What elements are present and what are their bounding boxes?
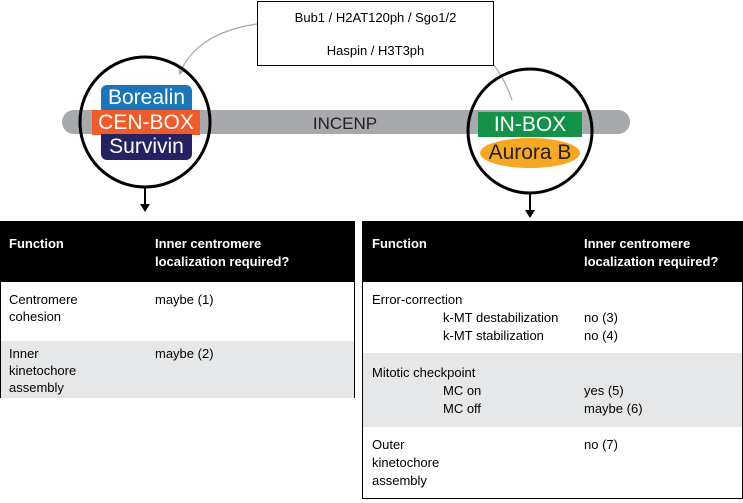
table-row: Error-correction k-MT destabilization no… xyxy=(363,282,742,353)
borealin-pill: Borealin xyxy=(101,85,192,111)
in-down-arrow-head xyxy=(525,210,535,218)
function-subitem: k-MT stabilization xyxy=(443,328,544,343)
header-required-2: localization required? xyxy=(584,254,719,269)
required-value: no (7) xyxy=(584,437,618,452)
in-box-pill: IN-BOX xyxy=(478,112,582,137)
upstream-marks-box: Bub1 / H2AT120ph / Sgo1/2 Haspin / H3T3p… xyxy=(257,1,494,66)
table-row: Inner kinetochore assembly maybe (2) xyxy=(1,341,354,398)
table-header: Function Inner centromere localization r… xyxy=(363,222,742,282)
function-subitem: MC on xyxy=(443,383,482,398)
survivin-pill: Survivin xyxy=(101,134,192,160)
required-value: yes (5) xyxy=(584,383,624,398)
table-row: Mitotic checkpoint MC on yes (5) MC off … xyxy=(363,353,742,427)
function-line: assembly xyxy=(9,380,64,395)
function-subitem: k-MT destabilization xyxy=(443,310,559,325)
function-line: cohesion xyxy=(9,309,62,324)
header-required-2: localization required? xyxy=(155,254,290,269)
required-value: no (3) xyxy=(584,310,618,325)
function-line: Outer xyxy=(372,437,405,452)
cen-function-table: Function Inner centromere localization r… xyxy=(0,221,355,398)
required-value: maybe (6) xyxy=(584,401,643,416)
function-line: assembly xyxy=(372,473,427,488)
cen-box-pill: CEN-BOX xyxy=(92,110,200,135)
function-line: kinetochore xyxy=(372,455,440,470)
header-required-1: Inner centromere xyxy=(584,236,691,251)
function-line: Centromere xyxy=(9,292,78,307)
required-value: maybe (2) xyxy=(155,346,214,361)
in-function-table: Function Inner centromere localization r… xyxy=(362,221,743,499)
table-row: Centromere cohesion maybe (1) xyxy=(1,282,354,341)
header-function: Function xyxy=(9,236,64,251)
function-line: Inner xyxy=(9,346,39,361)
incenp-label: INCENP xyxy=(313,114,377,133)
required-value: maybe (1) xyxy=(155,292,214,307)
upstream-to-cen-arrow xyxy=(180,23,258,73)
function-subitem: MC off xyxy=(443,401,482,416)
cen-down-arrow-head xyxy=(140,204,150,212)
required-value: no (4) xyxy=(584,328,618,343)
table-row: Outer kinetochore assembly no (7) xyxy=(363,427,742,499)
aurora-b-pill: Aurora B xyxy=(480,138,580,168)
header-function: Function xyxy=(372,236,427,251)
table-header: Function Inner centromere localization r… xyxy=(1,222,354,282)
upstream-line-2: Haspin / H3T3ph xyxy=(326,43,425,58)
function-line: kinetochore xyxy=(9,363,77,378)
function-title: Mitotic checkpoint xyxy=(372,365,476,380)
header-required-1: Inner centromere xyxy=(155,236,262,251)
function-title: Error-correction xyxy=(372,292,463,307)
upstream-line-1: Bub1 / H2AT120ph / Sgo1/2 xyxy=(294,10,457,25)
